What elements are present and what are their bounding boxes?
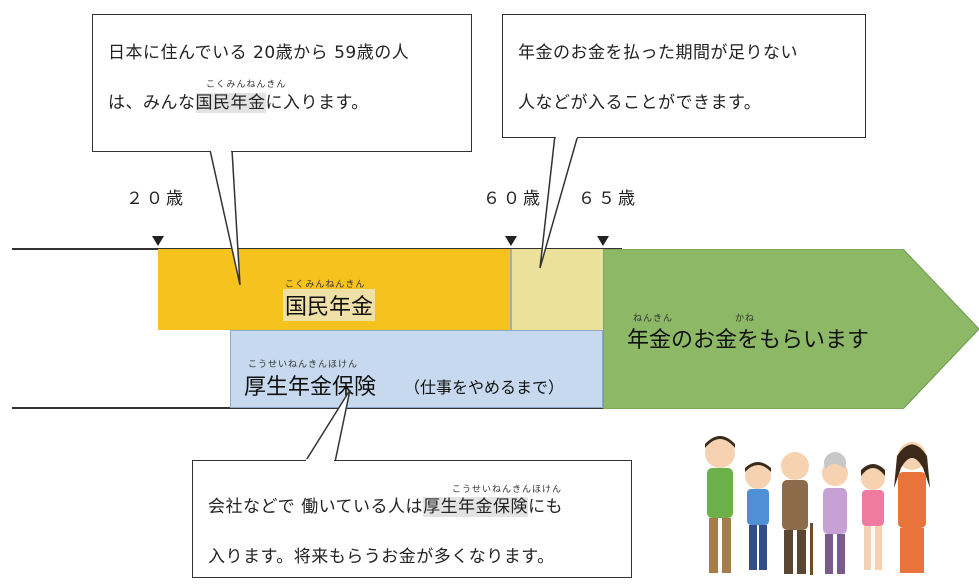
receive-ruby-1: ねんきん [633,314,674,324]
marker-20 [152,236,164,246]
mother-figure [894,442,930,573]
girl-figure [861,464,885,570]
kokumin-label: 国民年金 [283,289,376,321]
family-illustration [705,436,930,575]
boy-figure [745,462,771,570]
timeline-top-line [12,248,622,250]
kosei-nenkin-band [230,330,603,408]
grandma-figure [822,452,848,574]
callout-bottom-ruby: こうせいねんきんほけん [452,485,563,495]
callout-bottom-tail-cover [306,459,334,463]
receive-label: 年金のお金をもらいます [627,328,870,353]
gap-band-60-65 [511,249,603,330]
callout-top-right-line1: 年金のお金を払った期間が足りない [518,43,798,63]
callout-top-left-line1: 日本に住んでいる 20歳から 59歳の人 [108,43,410,63]
callout-top-left-tail-cover [211,147,231,152]
age-65-label: ６５歳 [578,189,638,209]
bottom-line1-pre: 会社などで 働いている人は [208,497,424,517]
kosei-ruby: こうせいねんきんほけん [248,360,359,370]
callout-top-right-tail-cover [556,133,577,138]
callout-top-left-line2: は、みんな国民年金に入ります。 [108,88,369,113]
grandpa-figure [781,452,813,575]
age-60-label: ６０歳 [483,189,543,209]
callout-top-left-ruby: こくみんねんきん [206,80,287,90]
bottom-line1-highlight: 厚生年金保険 [423,497,529,517]
receive-pension-arrow [603,249,979,409]
line2-highlight: 国民年金 [195,93,266,113]
receive-ruby-2: かね [735,314,756,324]
callout-bottom [192,460,632,578]
age-20-label: ２０歳 [126,189,186,209]
father-figure [705,436,735,573]
bottom-line1-post: にも [528,497,564,517]
callout-top-left [92,14,472,152]
kosei-note: （仕事をやめるまで） [404,378,565,397]
callout-top-right [502,14,866,138]
kokumin-ruby: こくみんねんきん [285,280,366,290]
kosei-label: 厚生年金保険 [244,375,377,400]
line2-post: に入ります。 [265,93,369,113]
line2-pre: は、みんな [108,93,196,113]
marker-65 [597,236,609,246]
callout-top-right-line2: 人などが入ることができます。 [518,93,762,113]
callout-bottom-line1: 会社などで 働いている人は厚生年金保険にも [208,492,563,517]
marker-60 [505,236,517,246]
callout-bottom-line2: 入ります。将来もらうお金が多くなります。 [208,547,555,567]
